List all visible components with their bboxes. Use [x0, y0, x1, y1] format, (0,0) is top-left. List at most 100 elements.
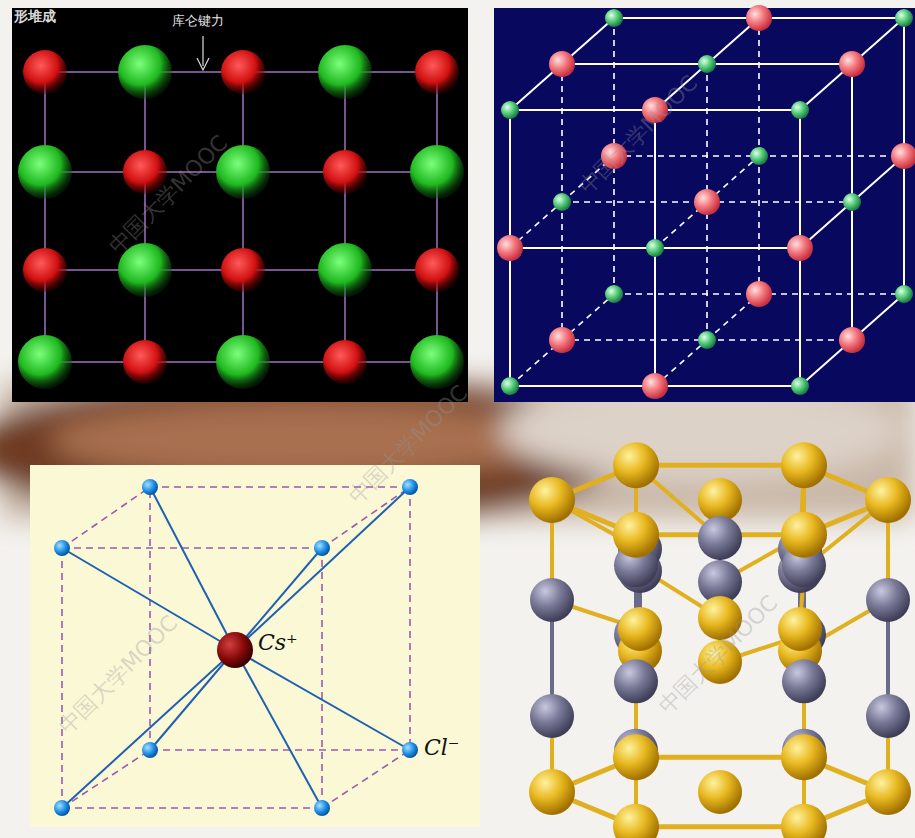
lattice-line: [707, 339, 852, 341]
grey-atom: [866, 694, 910, 738]
sodium-sphere: [787, 235, 813, 261]
bond-line: [44, 72, 46, 362]
chloride-ion: [402, 742, 418, 758]
chloride-ion: [142, 479, 158, 495]
lattice-line: [562, 339, 707, 341]
lattice-line: [707, 63, 852, 65]
chloride-sphere: [791, 377, 809, 395]
cation-sphere: [221, 50, 265, 94]
lattice-line: [509, 110, 511, 248]
lattice-line: [509, 248, 511, 386]
chloride-ion: [314, 540, 330, 556]
cation-sphere: [23, 248, 67, 292]
bond-line: [344, 72, 346, 362]
bond-line: [436, 72, 438, 362]
cell-edge: [322, 750, 410, 808]
grey-atom: [530, 694, 574, 738]
lattice-line: [799, 110, 801, 248]
grey-atom: [530, 578, 574, 622]
force-label: 库仑键力: [172, 12, 224, 30]
gold-atom: [529, 477, 575, 523]
cation-sphere: [23, 50, 67, 94]
lattice-line: [758, 18, 760, 156]
lattice-line: [759, 17, 904, 19]
cell-edge: [62, 750, 150, 808]
gold-atom: [781, 512, 827, 558]
bond-stick: [636, 824, 804, 829]
cscl-cell: [54, 479, 418, 816]
arrow-head: [197, 58, 209, 70]
lattice-line: [562, 63, 707, 65]
panel-a: [12, 8, 468, 402]
ion-label: Cs⁺: [258, 630, 298, 655]
chloride-sphere: [553, 193, 571, 211]
chloride-sphere: [791, 101, 809, 119]
sodium-sphere: [746, 281, 772, 307]
sodium-sphere: [549, 327, 575, 353]
sodium-sphere: [642, 373, 668, 399]
lattice-line: [758, 156, 760, 294]
sodium-sphere: [746, 5, 772, 31]
lattice-line: [759, 293, 904, 295]
gold-atom: [781, 442, 827, 488]
anion-sphere: [18, 335, 72, 389]
sodium-sphere: [694, 189, 720, 215]
coordination-line: [235, 487, 410, 650]
cation-sphere: [415, 50, 459, 94]
cell-edge: [62, 487, 150, 548]
cation-sphere: [323, 340, 367, 384]
chloride-ion: [54, 800, 70, 816]
gold-atom: [613, 442, 659, 488]
title-fragment: 形堆成: [14, 8, 56, 26]
gold-atom: [698, 770, 742, 814]
anion-sphere: [318, 243, 372, 297]
bond-stick: [636, 463, 804, 468]
chloride-sphere: [895, 9, 913, 27]
anion-sphere: [18, 145, 72, 199]
chloride-sphere: [605, 285, 623, 303]
lattice-line: [903, 156, 905, 294]
lattice-line: [510, 247, 655, 249]
chloride-ion: [402, 479, 418, 495]
grey-atom: [698, 516, 742, 560]
lattice-line: [654, 248, 656, 386]
cation-sphere: [123, 340, 167, 384]
gold-atom: [613, 734, 659, 780]
lattice-line: [614, 293, 759, 295]
chloride-sphere: [750, 147, 768, 165]
gold-atom: [781, 804, 827, 838]
lattice-line: [655, 247, 800, 249]
cell-edge: [149, 487, 151, 750]
lattice-line: [799, 248, 801, 386]
lattice-line: [562, 201, 707, 203]
gold-atom: [865, 769, 911, 815]
bond-stick: [550, 500, 554, 792]
chloride-sphere: [501, 101, 519, 119]
sodium-sphere: [497, 235, 523, 261]
nacl-lattice: [497, 5, 915, 399]
cation-sphere: [415, 248, 459, 292]
cell-edge: [61, 548, 63, 808]
cell-edge: [150, 749, 410, 751]
chloride-sphere: [605, 9, 623, 27]
lattice-line: [706, 64, 708, 202]
gold-atom: [529, 769, 575, 815]
cation-sphere: [221, 248, 265, 292]
anion-sphere: [118, 45, 172, 99]
chloride-ion: [314, 800, 330, 816]
coordination-line: [235, 650, 410, 750]
chloride-sphere: [698, 55, 716, 73]
anion-sphere: [410, 145, 464, 199]
sodium-sphere: [839, 51, 865, 77]
lattice-line: [561, 202, 563, 340]
lattice-line: [613, 18, 615, 156]
chloride-sphere: [843, 193, 861, 211]
gold-atom: [865, 477, 911, 523]
chloride-ion: [54, 540, 70, 556]
gold-atom: [698, 478, 742, 522]
lattice-line: [707, 201, 852, 203]
lattice-line: [759, 155, 904, 157]
gold-atom: [613, 804, 659, 838]
coordination-line: [235, 650, 322, 808]
coordination-line: [62, 650, 235, 808]
